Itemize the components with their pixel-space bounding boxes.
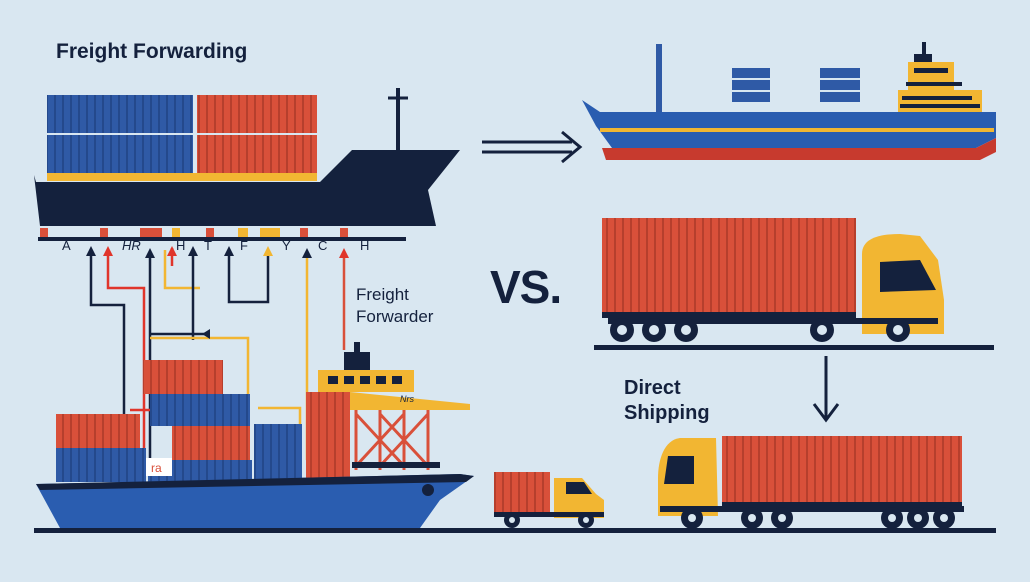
down-arrow — [812, 356, 840, 423]
checkpoint-label: F — [240, 238, 248, 253]
small-truck — [494, 472, 604, 528]
truck-container — [722, 436, 962, 502]
port-cargo-ship — [34, 342, 996, 533]
ground-line — [34, 528, 996, 533]
container-blue — [150, 394, 250, 426]
checkpoint-label: H — [360, 238, 370, 253]
freight-forwarder-label: Freight Forwarder — [356, 285, 434, 326]
quay — [38, 237, 406, 241]
checkpoint-label: A — [62, 238, 71, 253]
direct-truck-top — [594, 218, 994, 350]
container-red — [306, 392, 350, 484]
direct-shipping-label: Direct Shipping — [624, 377, 710, 424]
container-red — [143, 360, 223, 394]
container-red — [172, 426, 250, 460]
port-crane — [318, 342, 470, 470]
ship-bridge — [898, 42, 982, 114]
forwarding-cargo-ship — [34, 88, 460, 241]
checkpoint-label: H — [176, 238, 186, 253]
container-blue — [732, 80, 770, 90]
checkpoint-label: HR — [122, 238, 141, 253]
container-red — [56, 414, 140, 448]
large-truck-bottom — [658, 436, 964, 529]
port-tag: ra — [151, 461, 162, 475]
container-red — [197, 135, 317, 173]
container-blue — [254, 424, 302, 484]
ship-hull — [34, 150, 460, 226]
container-blue — [56, 448, 146, 482]
container-ship — [582, 42, 996, 160]
crane-tag: Nrs — [400, 394, 414, 404]
checkpoint-label: Y — [282, 238, 291, 253]
container-red — [197, 95, 317, 133]
transfer-arrow — [482, 130, 583, 164]
container-blue — [820, 68, 860, 78]
container-ship-hull — [582, 100, 996, 148]
container-blue — [732, 68, 770, 78]
versus-label: VS. — [490, 261, 562, 313]
checkpoint-label: C — [318, 238, 328, 253]
container-blue — [820, 80, 860, 90]
container-blue — [732, 92, 770, 102]
truck-container — [602, 218, 856, 312]
container-blue — [820, 92, 860, 102]
checkpoint-label: T — [204, 238, 212, 253]
truck-container — [494, 472, 550, 512]
container-blue — [47, 95, 193, 133]
container-blue — [47, 135, 193, 173]
page-title: Freight Forwarding — [56, 40, 248, 63]
